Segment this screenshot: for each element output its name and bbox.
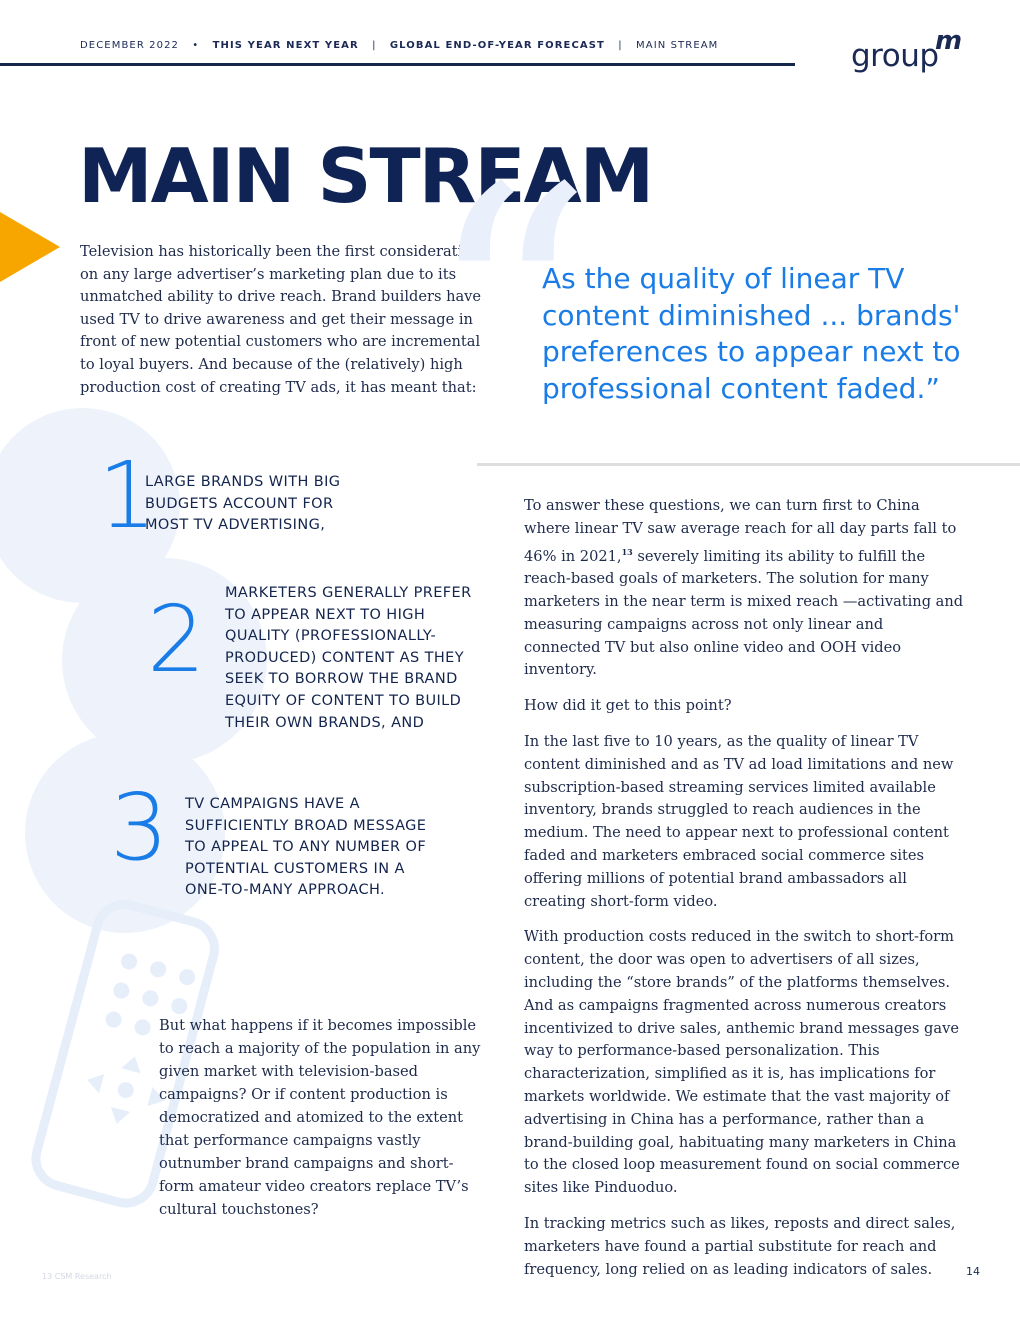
body-text: severely limiting its ability to fulfill…	[524, 547, 964, 679]
footnote-number: 13	[42, 1272, 53, 1281]
body-paragraph: To answer these questions, we can turn f…	[524, 495, 964, 682]
body-paragraph: In tracking metrics such as likes, repos…	[524, 1214, 956, 1278]
header-separator: |	[372, 40, 377, 51]
quote-mark-icon: “	[425, 118, 594, 502]
item-number: 1	[98, 442, 157, 549]
section-divider	[477, 463, 1020, 466]
header-bar: DECEMBER 2022 • THIS YEAR NEXT YEAR | GL…	[80, 40, 718, 51]
page-title: MAIN STREAM	[78, 132, 654, 220]
header-rule	[0, 63, 795, 66]
list-item: LARGE BRANDS WITH BIG BUDGETS ACCOUNT FO…	[145, 474, 341, 534]
item-number: 2	[147, 586, 206, 693]
decor-circle	[62, 558, 267, 763]
header-report-name: THIS YEAR NEXT YEAR	[212, 40, 359, 51]
header-bullet: •	[192, 40, 200, 51]
footnote-text: CSM Research	[54, 1272, 112, 1281]
item-number: 3	[110, 774, 169, 881]
header-forecast-name: GLOBAL END-OF-YEAR FORECAST	[389, 40, 605, 51]
intro-paragraph: Television has historically been the fir…	[80, 243, 482, 396]
page-number: 14	[966, 1265, 980, 1278]
body-paragraph: How did it get to this point?	[524, 697, 732, 715]
body-text: To answer these questions, we can turn f…	[524, 497, 957, 565]
logo-text: group	[851, 38, 939, 74]
list-item: MARKETERS GENERALLY PREFER TO APPEAR NEX…	[225, 585, 472, 731]
header-date: DECEMBER 2022	[80, 40, 180, 51]
footnote: 13 CSM Research	[42, 1272, 112, 1281]
arrow-marker-icon	[0, 212, 60, 282]
body-paragraph: In the last five to 10 years, as the qua…	[524, 733, 954, 910]
list-item: TV CAMPAIGNS HAVE A SUFFICIENTLY BROAD M…	[185, 796, 427, 899]
body-paragraph: With production costs reduced in the swi…	[524, 928, 960, 1197]
body-column: To answer these questions, we can turn f…	[524, 495, 964, 1294]
header-separator: |	[618, 40, 623, 51]
header-section-name: MAIN STREAM	[636, 40, 719, 51]
decor-circle	[25, 733, 225, 933]
logo-superscript: m	[935, 26, 962, 56]
pull-quote: As the quality of linear TV content dimi…	[542, 262, 961, 405]
footnote-reference: 13	[621, 546, 633, 557]
tv-remote-icon	[31, 899, 219, 1208]
question-paragraph: But what happens if it becomes impossibl…	[159, 1017, 481, 1218]
